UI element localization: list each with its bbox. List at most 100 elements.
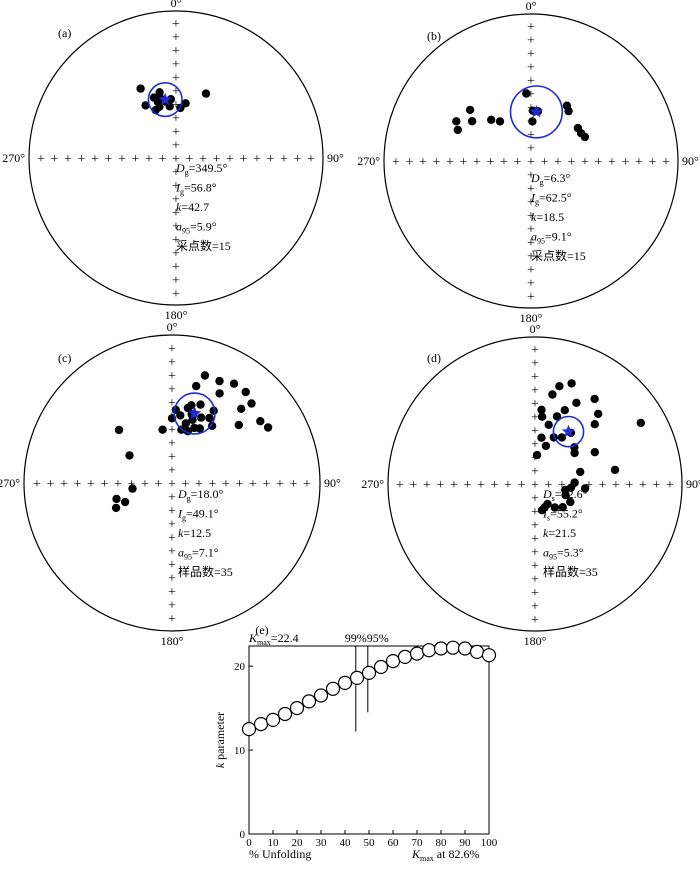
direction-label-south: 180° (524, 634, 547, 648)
data-point (590, 420, 599, 429)
panel-label: (e) (255, 623, 268, 637)
axis-tick: + (527, 20, 535, 35)
stats-line: a95=5.9° (176, 220, 217, 236)
data-point (241, 387, 250, 397)
axis-tick: + (172, 233, 180, 248)
x-tick-label: 90 (460, 837, 472, 849)
stats-line: Dg=6.3° (530, 171, 570, 187)
data-point (465, 105, 475, 115)
data-point (550, 503, 559, 512)
a95-confidence-circle (173, 392, 216, 435)
stats-line-symbol: a (543, 546, 549, 560)
axis-tick: + (168, 477, 176, 492)
axis-tick: + (527, 34, 535, 49)
axis-tick: + (172, 206, 180, 221)
axis-tick: + (527, 209, 535, 224)
stats-line-symbol: a (178, 546, 184, 560)
direction-label-east: 90° (324, 476, 341, 490)
stats-line-value: =7.1° (192, 546, 219, 560)
mean-direction-star (187, 406, 202, 420)
axis-tick: + (527, 128, 535, 143)
axis-tick: + (105, 152, 113, 167)
stereonet-panel-1: ++++++++++++++++++++++++++++++++++++++++… (2, 0, 344, 322)
a95-confidence-circle (552, 415, 585, 448)
stats-line: a95=9.1° (531, 230, 572, 246)
x-tick-label: 60 (388, 837, 400, 849)
data-point (158, 425, 167, 434)
k-parameter-point (421, 643, 437, 658)
data-point (558, 503, 567, 512)
data-point (209, 406, 218, 415)
data-point (452, 117, 461, 126)
stats-line: Ig=62.5° (530, 191, 572, 207)
axis-tick: + (168, 531, 176, 546)
axis-tick: + (464, 478, 472, 493)
panel-label: (d) (427, 351, 441, 365)
data-point (234, 420, 243, 430)
stereonet-panel-2: ++++++++++++++++++++++++++++++++++++++++… (357, 0, 699, 325)
axis-tick: + (47, 477, 55, 492)
axis-tick: + (195, 477, 203, 492)
data-point (561, 490, 570, 500)
stats-line: k=42.7 (176, 200, 209, 214)
data-point (190, 423, 199, 433)
axis-tick: + (527, 223, 535, 238)
data-point (572, 398, 581, 407)
axis-tick: + (172, 179, 180, 194)
mean-direction-star (561, 424, 576, 438)
stats-line-subscript: 95 (537, 237, 545, 246)
direction-label-east: 90° (327, 151, 344, 165)
stats-line-symbol: I (542, 507, 548, 521)
axis-tick: + (531, 586, 539, 601)
stats-line: Dg=18.0° (177, 487, 223, 503)
data-point (576, 467, 585, 477)
stats-line-subscript: g (535, 198, 539, 207)
stats-line-value: 样品数=35 (178, 564, 233, 579)
stats-line-value: =5.9° (190, 220, 217, 234)
axis-tick: + (423, 478, 431, 493)
x-tick-label: 10 (268, 837, 280, 849)
stats-line: k=18.5 (531, 210, 564, 224)
axis-tick: + (491, 478, 499, 493)
stats-line: Ds=32.6° (542, 487, 588, 503)
stats-line-value: =49.1° (186, 507, 219, 521)
axis-tick: + (145, 152, 153, 167)
axis-tick: + (91, 152, 99, 167)
axis-tick: + (33, 477, 41, 492)
axis-tick: + (608, 155, 616, 170)
axis-tick: + (172, 58, 180, 73)
axis-tick: + (527, 47, 535, 62)
direction-label-south: 180° (165, 308, 188, 322)
k-parameter-point (361, 665, 377, 681)
axis-tick: + (599, 478, 607, 493)
axis-tick: + (168, 545, 176, 560)
data-point (580, 132, 590, 142)
direction-label-north: 0° (167, 320, 178, 334)
x-tick-label: 40 (340, 837, 352, 849)
axis-tick: + (168, 437, 176, 452)
axis-tick: + (226, 152, 234, 167)
stats-line-symbol: D (530, 171, 540, 185)
axis-tick: + (172, 112, 180, 127)
data-point (594, 409, 603, 419)
axis-tick: + (612, 478, 620, 493)
axis-tick: + (639, 478, 647, 493)
axis-tick: + (168, 558, 176, 573)
kmax-label-symbol: K (248, 631, 258, 645)
kmax-at-label-subscript: max (420, 854, 434, 863)
axis-tick: + (101, 477, 109, 492)
axis-tick: + (666, 478, 674, 493)
stats-line-symbol: k (543, 526, 549, 540)
axis-tick: + (649, 155, 657, 170)
data-point (552, 412, 562, 421)
axis-tick: + (294, 152, 302, 167)
stats-line-subscript: s (547, 514, 550, 523)
data-point (196, 400, 205, 409)
stats-line-symbol: k (531, 210, 537, 224)
axis-tick: + (172, 287, 180, 302)
stats-line: Dg=349.5° (175, 161, 227, 177)
stats-line-value: =9.1° (545, 230, 572, 244)
stats-line-symbol: D (177, 487, 187, 501)
axis-tick: + (500, 155, 508, 170)
axis-tick: + (132, 152, 140, 167)
